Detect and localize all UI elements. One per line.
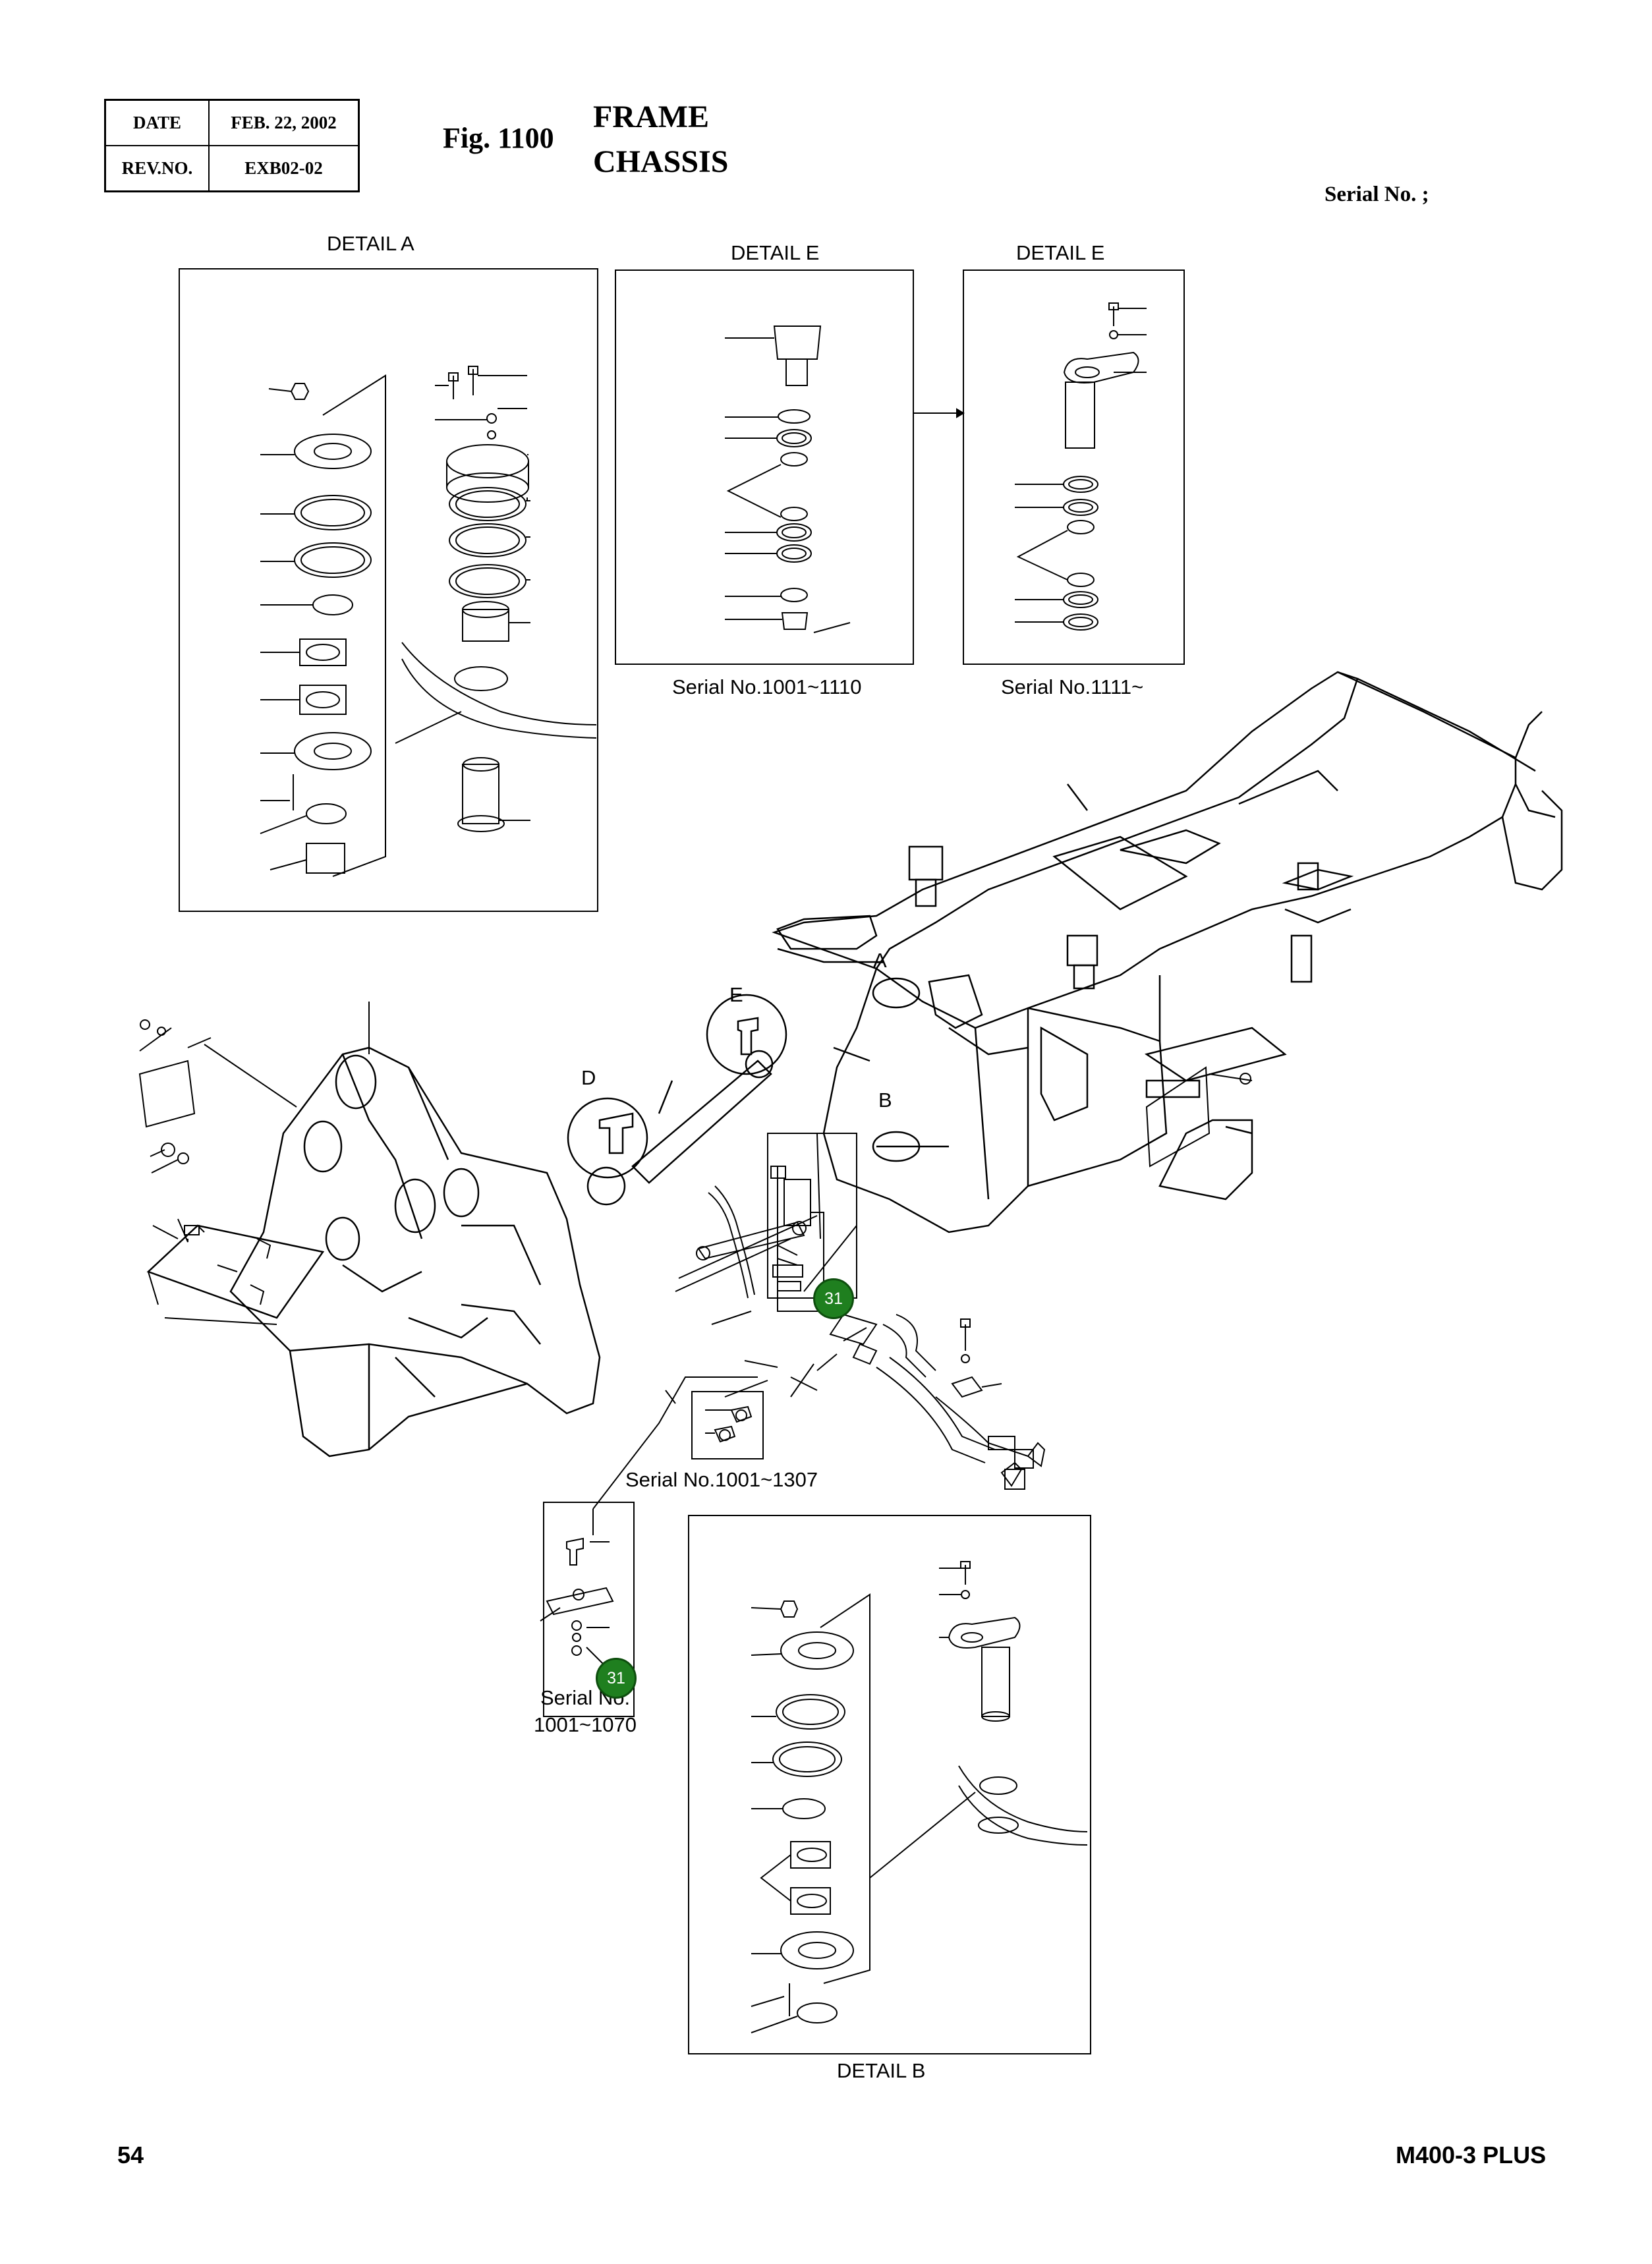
detail-e1-label: DETAIL E [731, 241, 820, 264]
serial-fittings-label: Serial No.1001~1307 [625, 1468, 818, 1491]
front-frame [231, 1048, 600, 1456]
serial-link-label-2: 1001~1070 [534, 1713, 637, 1736]
date-label: DATE [104, 99, 210, 146]
part-31-inset-badge[interactable]: 31 [596, 1658, 637, 1699]
figure-title-line2: CHASSIS [593, 144, 729, 179]
callout-a: A [873, 949, 887, 972]
detail-b-box [689, 1515, 1091, 2054]
detail-b-label: DETAIL B [837, 2059, 926, 2082]
revision-table: DATE FEB. 22, 2002 REV.NO. EXB02-02 [104, 99, 360, 192]
model-name: M400-3 PLUS [1396, 2141, 1547, 2168]
serial-e2-label: Serial No.1111~ [1001, 675, 1144, 698]
serial-header: Serial No. ; [1324, 183, 1429, 206]
detail-e1-box [615, 270, 913, 664]
callout-d: D [581, 1066, 596, 1089]
date-value: FEB. 22, 2002 [208, 99, 360, 146]
detail-e2-box [963, 270, 1184, 664]
callout-b: B [878, 1089, 892, 1112]
link-and-hoses [675, 1133, 1033, 1489]
detail-e2-label: DETAIL E [1016, 241, 1105, 264]
fittings-inset [692, 1392, 763, 1459]
figure-number: Fig. 1100 [443, 122, 554, 154]
rear-frame [774, 672, 1562, 1232]
serial-e1-label: Serial No.1001~1110 [672, 675, 862, 698]
callout-e: E [729, 983, 743, 1006]
rev-value: EXB02-02 [208, 145, 360, 192]
page-number: 54 [117, 2141, 144, 2168]
part-31-badge[interactable]: 31 [813, 1278, 854, 1319]
steering-cylinder [568, 995, 786, 1204]
rev-label: REV.NO. [104, 145, 210, 192]
link-inset [540, 1502, 634, 1716]
figure-title-line1: FRAME [593, 99, 709, 134]
detail-a-box [179, 269, 598, 911]
detail-a-label: DETAIL A [327, 232, 414, 255]
